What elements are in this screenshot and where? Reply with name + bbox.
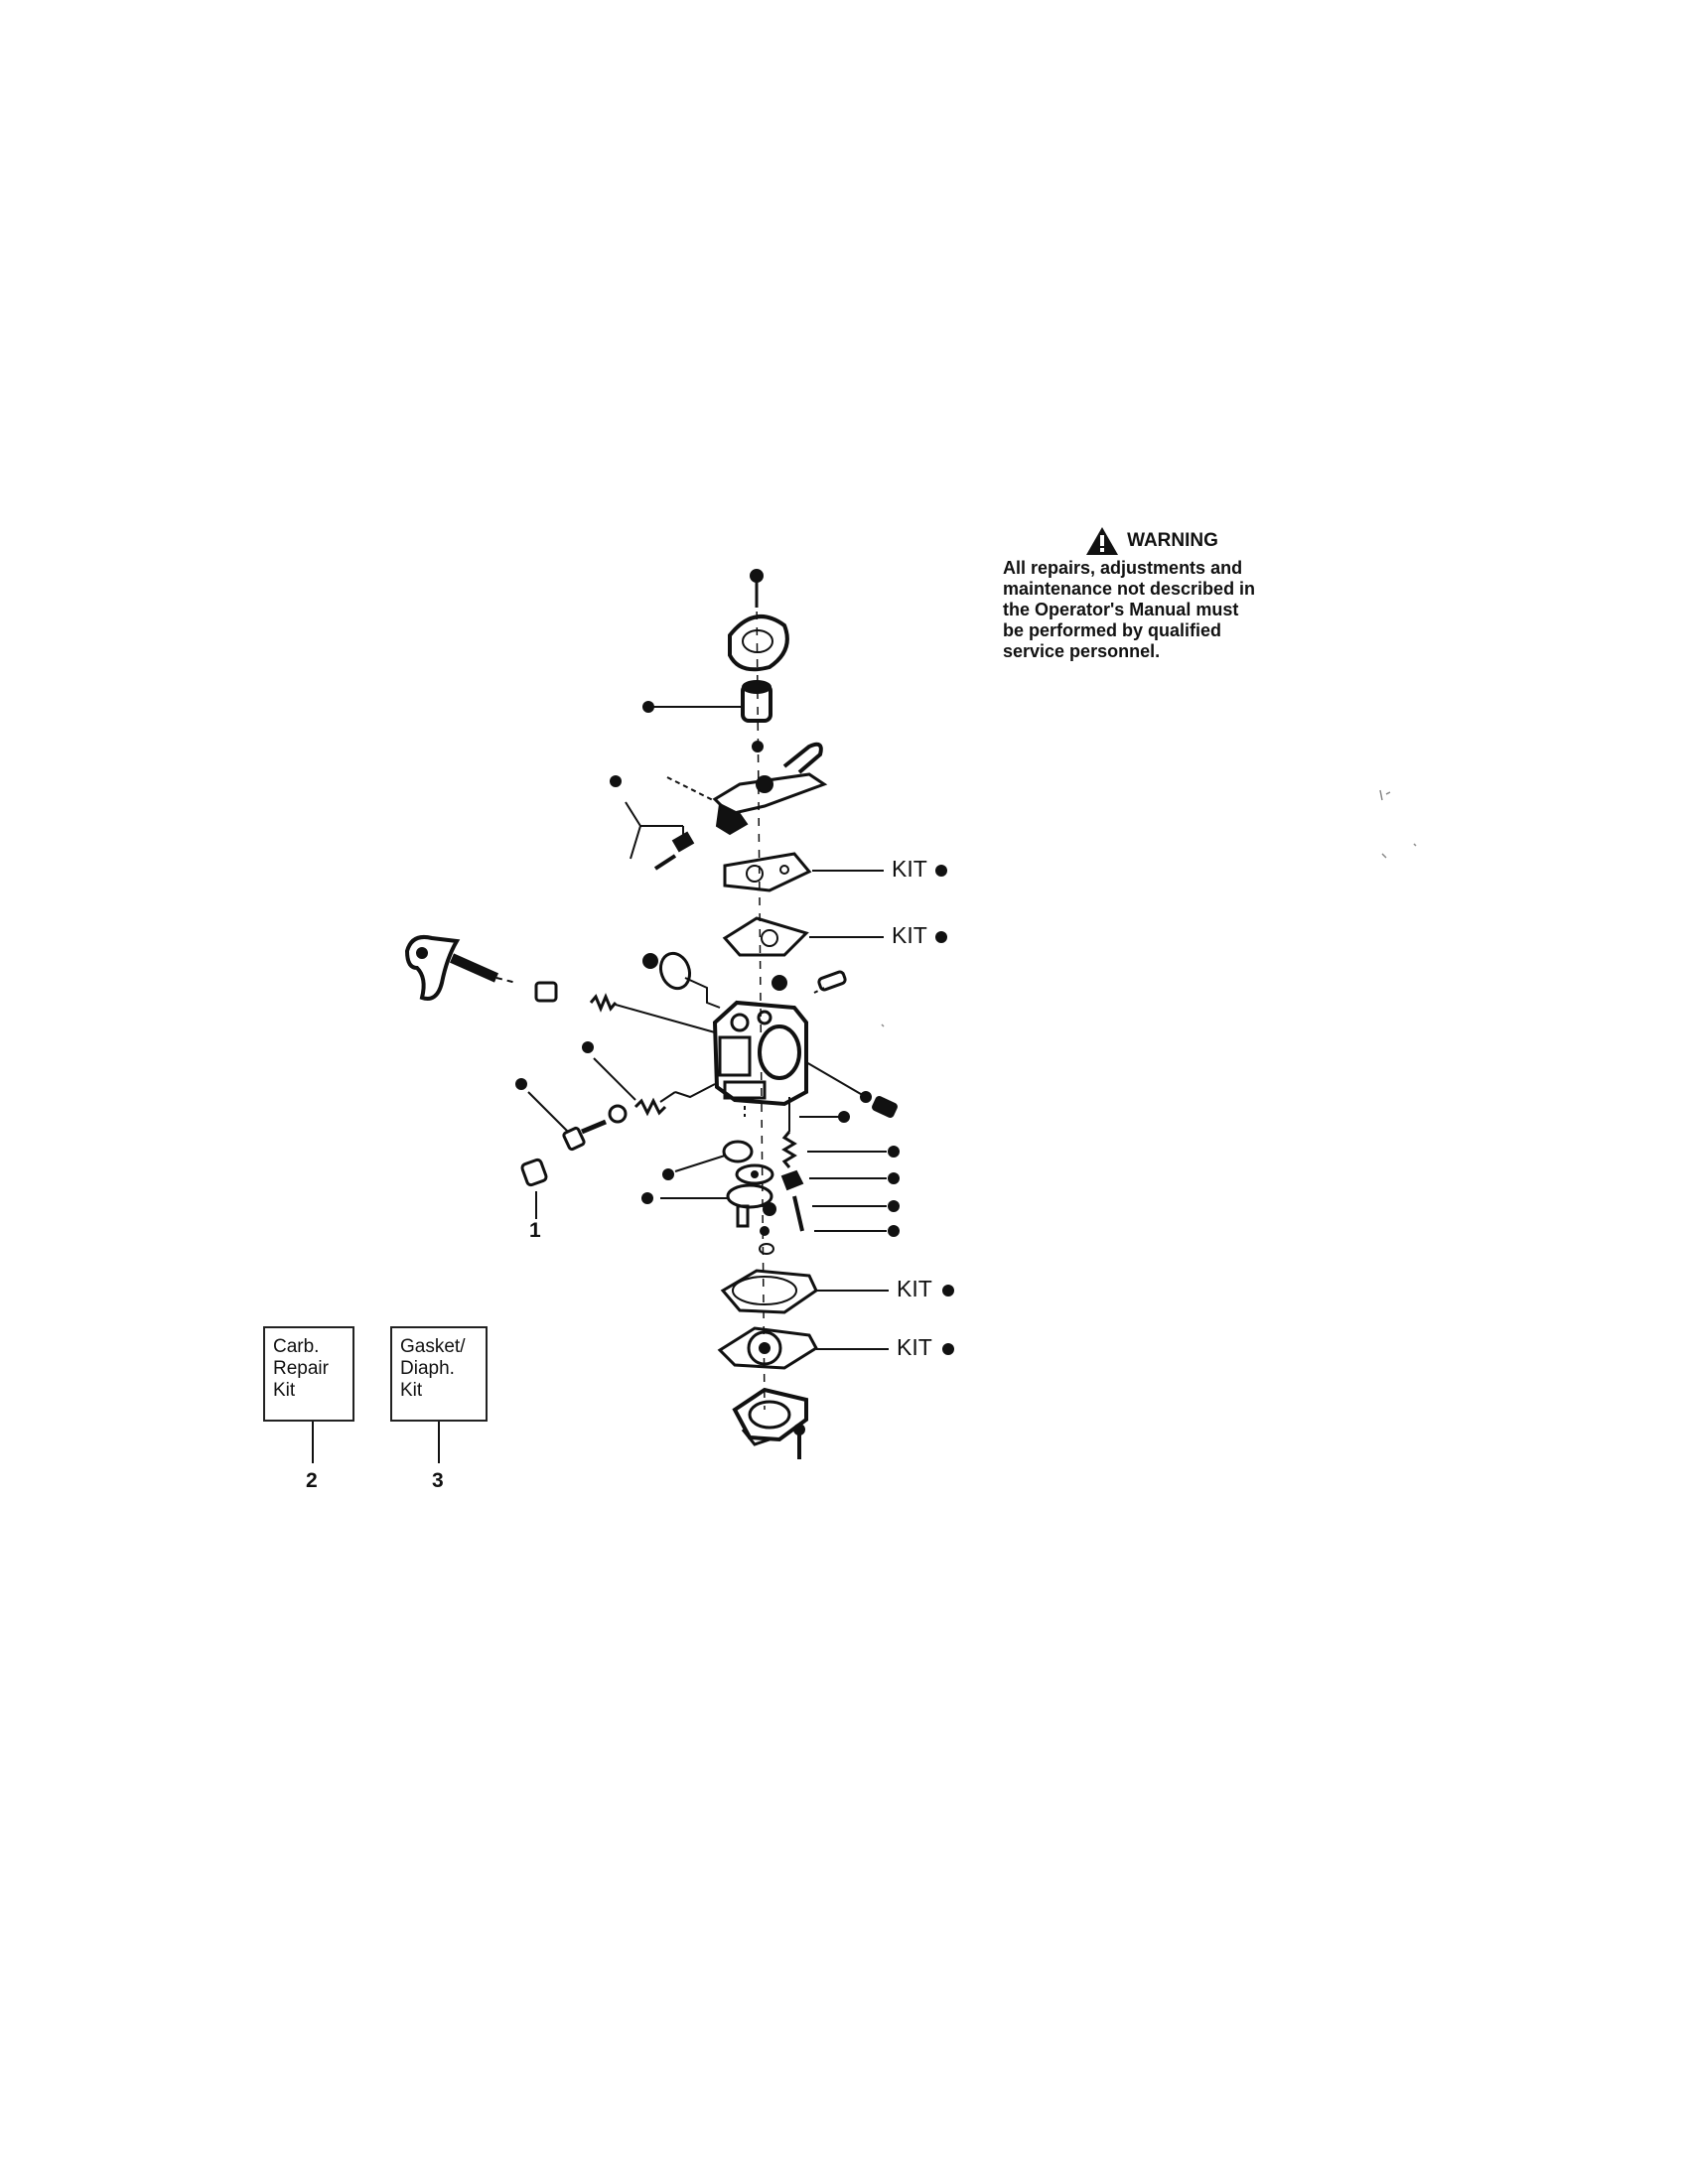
warning-header: WARNING: [1003, 526, 1301, 556]
kit-gasket-1: [723, 852, 812, 892]
warning-line: the Operator's Manual must: [1003, 600, 1239, 619]
warning-line: All repairs, adjustments and: [1003, 558, 1243, 578]
box-line: Kit: [273, 1380, 296, 1401]
kit-label: KIT: [892, 922, 927, 948]
box-line: Kit: [400, 1380, 423, 1401]
warning-triangle-icon: [1086, 527, 1119, 555]
needle-spring-stack: [780, 1097, 887, 1232]
metering-spring-and-screw: [625, 776, 714, 871]
kit-diaphragm-2: [717, 1326, 818, 1370]
gasket-diaph-kit-box: Gasket/ Diaph. Kit: [390, 1326, 488, 1422]
box-line: Carb.: [273, 1336, 320, 1357]
warning-notice: WARNING All repairs, adjustments and mai…: [1003, 526, 1301, 662]
limiter-cap: [520, 1158, 548, 1219]
kit-diaphragm-1: [722, 916, 809, 957]
kit-label: KIT: [897, 1334, 932, 1360]
callout-2: 2: [306, 1469, 318, 1492]
warning-line: maintenance not described in: [1003, 579, 1256, 599]
throttle-spring: [589, 993, 716, 1033]
top-screw: [750, 569, 764, 608]
warning-line: service personnel.: [1003, 641, 1161, 661]
filled-dot-icon: [935, 931, 947, 943]
kit-label: KIT: [897, 1276, 932, 1301]
box-line: Diaph.: [400, 1358, 455, 1379]
throttle-shaft-lever: [404, 934, 517, 1001]
carb-repair-kit-box: Carb. Repair Kit: [263, 1326, 354, 1422]
pump-cylinder: [741, 680, 772, 723]
small-nipple: [772, 975, 787, 991]
filled-dot-icon: [935, 865, 947, 877]
warning-line: be performed by qualified: [1003, 620, 1222, 640]
box-line: Gasket/: [400, 1336, 466, 1357]
mixture-needle: [527, 1091, 607, 1152]
callout-1: 1: [529, 1219, 541, 1242]
filled-dot-icon: [942, 1285, 954, 1297]
fitting-right: [817, 970, 847, 992]
bottom-screw: [793, 1424, 805, 1459]
carburetor-body: [712, 1000, 808, 1117]
callout-3: 3: [432, 1469, 444, 1492]
top-cover-plate: [728, 614, 789, 672]
kit-gasket-2: [720, 1269, 818, 1314]
throttle-bushing: [534, 981, 558, 1003]
warning-title: WARNING: [1127, 530, 1218, 551]
lower-plate-3: [660, 1183, 773, 1209]
filled-dot-icon: [942, 1343, 954, 1355]
kit-markers: [935, 865, 954, 1355]
small-check-valve: [752, 741, 764, 752]
warning-text: All repairs, adjustments and maintenance…: [1003, 558, 1301, 662]
part-markers: [515, 701, 900, 1237]
scan-specks: [881, 789, 1417, 1027]
kit-label: KIT: [892, 856, 927, 882]
metering-cover: [712, 742, 828, 836]
box-line: Repair: [273, 1358, 329, 1379]
choke-plate: [642, 951, 721, 1009]
lower-screw-and-ball: [736, 1202, 776, 1255]
lower-plate-2: [735, 1163, 774, 1185]
idle-adjust-screw: [593, 1057, 716, 1124]
right-side-fitting: [872, 1095, 898, 1119]
lower-plate-1: [674, 1140, 754, 1172]
bottom-cover: [732, 1387, 808, 1446]
